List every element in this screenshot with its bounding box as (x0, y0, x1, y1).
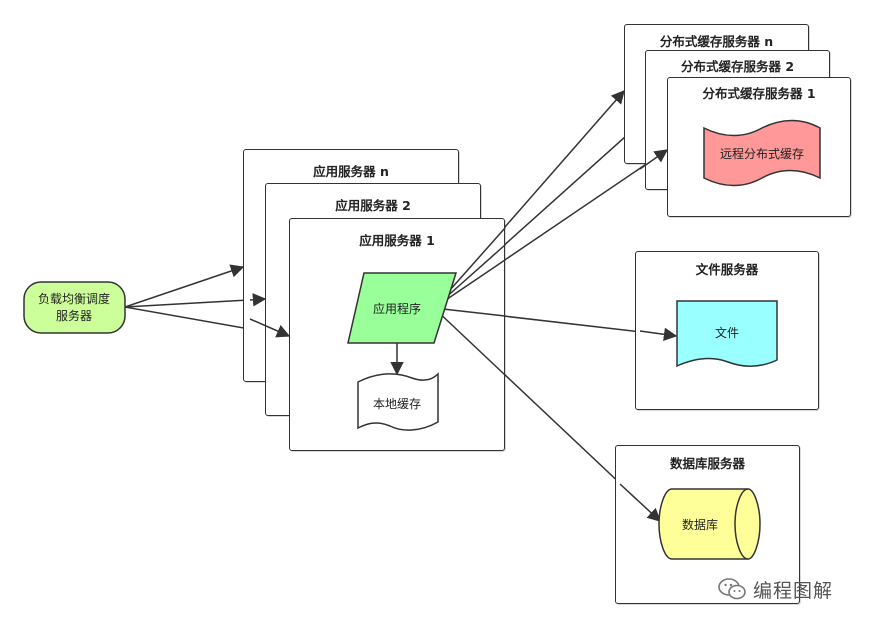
arrow-lb-to-app-2 (124, 292, 267, 308)
arrow-head-to-app-1 (249, 318, 291, 338)
app-program-label: 应用程序 (373, 301, 421, 316)
cache-server-2-title: 分布式缓存服务器 2 (680, 59, 795, 74)
local-cache-shape (357, 372, 439, 431)
load-balancer-label-1: 负载均衡调度 (38, 291, 110, 306)
database-shape-edge (734, 488, 749, 560)
arrow-head-to-app-2 (249, 293, 267, 307)
app-server-1-title: 应用服务器 1 (359, 233, 435, 248)
watermark-text: 编程图解 (753, 579, 834, 602)
app-server-n-title: 应用服务器 n (313, 164, 389, 179)
app-program-shape (347, 272, 458, 344)
arrow-head-to-db (619, 483, 661, 522)
cache-server-n-title: 分布式缓存服务器 n (659, 34, 774, 49)
database-label: 数据库 (682, 517, 718, 532)
app-server-2-title: 应用服务器 2 (335, 198, 411, 213)
arrow-seg-db (433, 307, 506, 376)
load-balancer-label-2: 服务器 (56, 308, 92, 323)
watermark: 编程图解 (717, 574, 833, 604)
load-balancer-shape (23, 281, 126, 334)
file-shape (676, 300, 778, 368)
file-server-title: 文件服务器 (695, 262, 759, 277)
cache-server-1-title: 分布式缓存服务器 1 (702, 86, 816, 101)
file-label: 文件 (715, 325, 739, 340)
arrow-head-to-file (639, 327, 678, 342)
remote-cache-shape (703, 119, 821, 187)
remote-cache-label: 远程分布式缓存 (720, 146, 804, 161)
wechat-icon (718, 578, 746, 600)
db-server-title: 数据库服务器 (669, 456, 745, 471)
arrow-seg-file (433, 307, 506, 317)
local-cache-label: 本地缓存 (373, 397, 421, 411)
arrow-lb-to-app-n (124, 264, 245, 308)
arrow-head-to-cache-1 (639, 149, 669, 170)
